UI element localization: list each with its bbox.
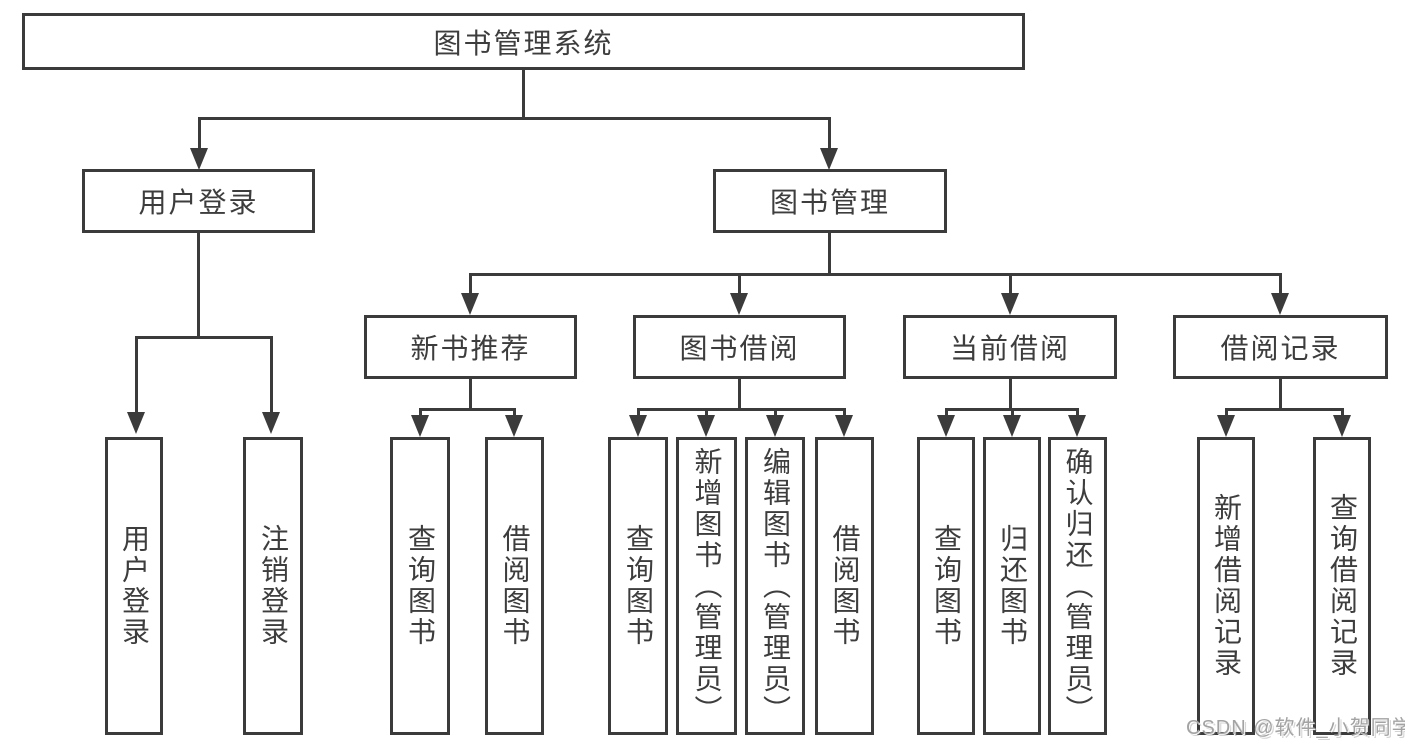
connector-drop-borrow (738, 273, 741, 295)
connector-manage-bar (469, 273, 1282, 276)
leaf-label: 查询图书 (623, 524, 654, 648)
node-borrow-records-label: 借阅记录 (1220, 333, 1341, 364)
connector-drop (1076, 408, 1079, 418)
leaf-label: 确认归还（管理员） (1062, 446, 1094, 726)
leaf-current-confirm-return-admin: 确认归还（管理员） (1048, 437, 1107, 735)
node-book-manage: 图书管理 (713, 169, 947, 233)
csdn-watermark: CSDN @软件_小贺同学 (1186, 717, 1405, 739)
arrow-down-icon (1271, 293, 1289, 315)
connector-drop-current (1009, 273, 1012, 295)
leaf-label: 借阅图书 (499, 524, 531, 648)
connector-drop (513, 408, 516, 418)
node-root-label: 图书管理系统 (433, 27, 614, 59)
arrow-down-icon (835, 415, 853, 437)
node-user-login: 用户登录 (82, 169, 315, 233)
connector-drop (945, 408, 948, 418)
connector-drop (774, 408, 777, 418)
connector-login-stem (197, 233, 200, 336)
connector-borrow-stem (738, 379, 741, 411)
node-root: 图书管理系统 (22, 13, 1025, 70)
arrow-down-icon (411, 415, 429, 437)
arrow-down-icon (127, 412, 145, 434)
leaf-current-return-books: 归还图书 (983, 437, 1041, 735)
node-user-login-label: 用户登录 (138, 187, 259, 218)
leaf-label: 编辑图书（管理员） (760, 446, 791, 726)
leaf-current-query-books: 查询图书 (917, 437, 975, 735)
node-book-borrow-label: 图书借阅 (679, 333, 800, 364)
connector-login-bar (135, 336, 273, 339)
node-book-borrow: 图书借阅 (633, 315, 846, 379)
leaf-label: 归还图书 (997, 524, 1028, 648)
arrow-down-icon (505, 415, 523, 437)
node-current-borrow: 当前借阅 (903, 315, 1117, 379)
leaf-borrow-query-books: 查询图书 (608, 437, 668, 735)
leaf-borrow-add-books-admin: 新增图书（管理员） (676, 437, 737, 735)
connector-records-stem (1279, 379, 1282, 411)
node-new-book-recommend: 新书推荐 (364, 315, 577, 379)
leaf-recommend-borrow-books: 借阅图书 (485, 437, 544, 735)
connector-recommend-bar (419, 408, 516, 411)
connector-manage-stem (828, 233, 831, 276)
connector-root-bar (198, 117, 831, 120)
leaf-user-login: 用户登录 (105, 437, 163, 735)
arrow-down-icon (190, 148, 208, 170)
leaf-label: 借阅图书 (829, 524, 861, 648)
leaf-label: 新增借阅记录 (1211, 493, 1242, 679)
connector-drop (1011, 408, 1014, 418)
leaf-label: 新增图书（管理员） (691, 446, 723, 726)
connector-drop-login-leaf1 (135, 336, 138, 414)
leaf-borrow-edit-books-admin: 编辑图书（管理员） (745, 437, 805, 735)
leaf-label: 查询图书 (931, 524, 962, 648)
arrow-down-icon (937, 415, 955, 437)
connector-drop-recommend (469, 273, 472, 295)
arrow-down-icon (766, 415, 784, 437)
connector-recommend-stem (469, 379, 472, 411)
arrow-down-icon (461, 293, 479, 315)
arrow-down-icon (262, 412, 280, 434)
connector-drop-login (198, 117, 201, 150)
connector-drop (1225, 408, 1228, 418)
connector-drop (705, 408, 708, 418)
arrow-down-icon (1001, 293, 1019, 315)
arrow-down-icon (697, 415, 715, 437)
arrow-down-icon (1003, 415, 1021, 437)
connector-current-stem (1009, 379, 1012, 411)
connector-records-bar (1225, 408, 1343, 411)
arrow-down-icon (629, 415, 647, 437)
connector-drop (419, 408, 422, 418)
leaf-recommend-query-books: 查询图书 (390, 437, 450, 735)
arrow-down-icon (1068, 415, 1086, 437)
arrow-down-icon (730, 293, 748, 315)
connector-drop (637, 408, 640, 418)
connector-drop-login-leaf2 (270, 336, 273, 414)
connector-drop (843, 408, 846, 418)
leaf-label: 查询借阅记录 (1327, 493, 1358, 679)
node-current-borrow-label: 当前借阅 (949, 333, 1070, 364)
leaf-borrow-borrow-books: 借阅图书 (815, 437, 874, 735)
connector-drop-records (1279, 273, 1282, 295)
connector-borrow-bar (637, 408, 845, 411)
arrow-down-icon (1333, 415, 1351, 437)
connector-drop-manage (828, 117, 831, 150)
node-new-book-recommend-label: 新书推荐 (410, 333, 531, 364)
leaf-records-add-record: 新增借阅记录 (1197, 437, 1255, 735)
connector-root-stem (522, 70, 525, 120)
leaf-records-query-record: 查询借阅记录 (1313, 437, 1371, 735)
node-book-manage-label: 图书管理 (769, 187, 890, 218)
connector-drop (1341, 408, 1344, 418)
leaf-label: 用户登录 (119, 524, 150, 648)
leaf-label: 注销登录 (258, 524, 289, 648)
node-borrow-records: 借阅记录 (1173, 315, 1388, 379)
leaf-label: 查询图书 (405, 524, 436, 648)
leaf-logout: 注销登录 (243, 437, 303, 735)
arrow-down-icon (820, 148, 838, 170)
arrow-down-icon (1217, 415, 1235, 437)
